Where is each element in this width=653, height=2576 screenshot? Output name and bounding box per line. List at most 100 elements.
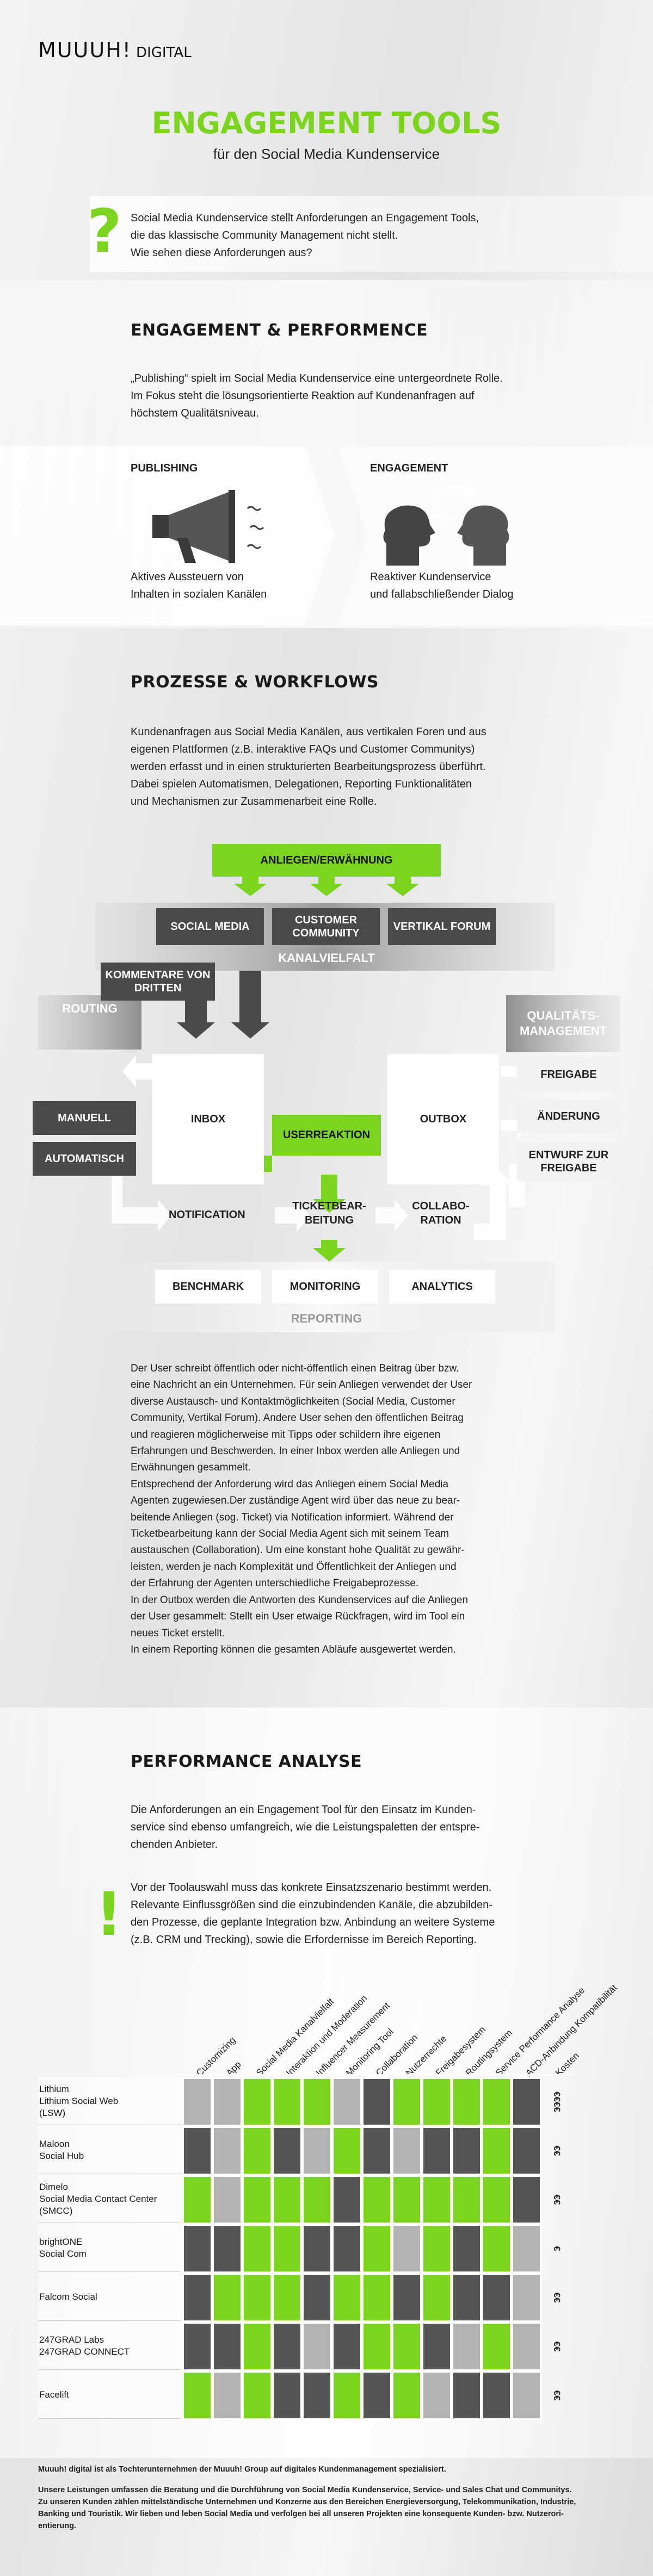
matrix-cell <box>362 2126 392 2175</box>
qualitaet-label: QUALITÄTS-MANAGEMENT <box>519 1009 607 1038</box>
matrix-cell <box>212 2175 242 2224</box>
processes-body-line: In der Outbox werden die Antworten des K… <box>131 1594 469 1606</box>
matrix-cell <box>272 2224 302 2273</box>
matrix-cost: € <box>552 2246 562 2251</box>
matrix-cell <box>392 2371 422 2420</box>
matrix-row-name-line: Lithium Social Web <box>39 2095 119 2106</box>
megaphone-icon <box>152 490 264 563</box>
matrix-cell <box>512 2077 541 2126</box>
matrix-row-label: Facelift <box>39 2371 181 2418</box>
matrix-cell <box>242 2371 272 2420</box>
matrix-row-name-line: Maloon <box>39 2138 70 2149</box>
matrix-cell <box>272 2273 302 2322</box>
performance-note-line: Vor der Toolauswahl muss das konkrete Ei… <box>131 1882 492 1894</box>
matrix-column-header: Freigabesystem <box>434 2024 488 2078</box>
matrix-cell <box>332 2322 362 2371</box>
matrix-cell <box>272 2175 302 2224</box>
processes-body: Der User schreibt öffentlich oder nicht-… <box>131 1361 472 1658</box>
publishing-caption-line: Aktives Aussteuern von <box>131 571 244 583</box>
engagement-text-line: höchstem Qualitätsniveau. <box>131 407 259 419</box>
matrix-cell <box>482 2273 512 2322</box>
matrix-row-name-line: Lithium <box>39 2083 69 2094</box>
matrix-cell <box>362 2224 392 2273</box>
processes-body-line: Ticketbearbeitung kann der Social Media … <box>131 1528 449 1540</box>
performance-note-line: den Prozesse, die geplante Integration b… <box>131 1916 495 1928</box>
matrix-cell <box>482 2371 512 2420</box>
kanalvielfalt-label: KANALVIELFALT <box>278 951 375 965</box>
matrix-cell <box>182 2273 212 2322</box>
anliegen-box: ANLIEGEN/ERWÄHNUNG <box>212 844 441 877</box>
matrix-cell <box>452 2224 482 2273</box>
matrix-cell <box>452 2371 482 2420</box>
matrix-cell <box>332 2371 362 2420</box>
engagement-text: „Publishing“ spielt im Social Media Kund… <box>131 370 503 422</box>
processes-body-line: Erwähnungen gesammelt. <box>131 1462 251 1474</box>
processes-text-line: Dabei spielen Automatismen, Delegationen… <box>131 778 472 790</box>
matrix-cost: €€ <box>552 2341 562 2352</box>
processes-body-line: der Erfahrung der Agenten unterschiedlic… <box>131 1578 419 1590</box>
monitoring-box: MONITORING <box>272 1270 378 1303</box>
processes-body-line: Erfahrungen und Beschwerden. In einer In… <box>131 1445 460 1457</box>
matrix-row-name-line: Social Hub <box>39 2150 84 2161</box>
matrix-cell <box>212 2126 242 2175</box>
processes-body-line: leisten, werden je nach Komplexität und … <box>131 1561 457 1573</box>
channel-customer-community: CUSTOMER COMMUNITY <box>272 908 380 945</box>
userreaktion-box: USERREAKTION <box>272 1115 381 1156</box>
footer-line: Unsere Leistungen umfassen die Beratung … <box>38 2486 572 2494</box>
matrix-cell <box>242 2077 272 2126</box>
processes-text-line: eigenen Plattformen (z.B. interaktive FA… <box>131 743 475 755</box>
matrix-cell <box>332 2224 362 2273</box>
processes-text: Kundenanfragen aus Social Media Kanälen,… <box>131 723 486 810</box>
matrix-cell <box>452 2322 482 2371</box>
matrix-cell <box>452 2126 482 2175</box>
processes-body-line: und reagieren möglicherweise mit Tipps o… <box>131 1429 441 1441</box>
kommentare-box: KOMMENTARE VON DRITTEN <box>101 963 215 1001</box>
matrix-cell <box>212 2224 242 2273</box>
matrix-row-label: Falcom Social <box>39 2273 181 2320</box>
workflow-diagram: ANLIEGEN/ERWÄHNUNG SOCIAL MEDIA CUSTOMER… <box>0 837 653 1338</box>
matrix-cell <box>272 2371 302 2420</box>
benchmark-box: BENCHMARK <box>155 1270 261 1303</box>
engagement-label: ENGAGEMENT <box>370 462 448 474</box>
matrix-cell <box>452 2077 482 2126</box>
dialog-heads-icon <box>383 485 509 566</box>
processes-text-line: Kundenanfragen aus Social Media Kanälen,… <box>131 726 486 738</box>
performance-text: Die Anforderungen an ein Engagement Tool… <box>131 1801 479 1853</box>
matrix-cell <box>182 2077 212 2126</box>
comparison-panel: PUBLISHING Aktives Aussteuern von Inhalt… <box>0 446 653 625</box>
intro-band <box>90 196 653 272</box>
matrix-cell <box>302 2371 332 2420</box>
qm-aenderung: ÄNDERUNG <box>517 1100 620 1133</box>
processes-body-line: der User gesammelt: Stellt ein User etwa… <box>131 1611 465 1623</box>
matrix-cell <box>422 2126 452 2175</box>
matrix-cost: €€ <box>552 2292 562 2303</box>
matrix-row-label-bg <box>38 2077 181 2125</box>
performance-text-line: Die Anforderungen an ein Engagement Tool… <box>131 1804 476 1816</box>
matrix-cell <box>422 2077 452 2126</box>
performance-text-line: chenden Anbieter. <box>131 1839 218 1851</box>
outbox-box: OUTBOX <box>387 1054 499 1184</box>
engagement-text-line: „Publishing“ spielt im Social Media Kund… <box>131 373 503 384</box>
matrix-cell <box>482 2322 512 2371</box>
logo[interactable]: MUUUH! DIGITAL <box>38 38 192 62</box>
routing-label: ROUTING <box>62 1002 118 1015</box>
matrix-row: Falcom Social €€ <box>0 2273 653 2322</box>
matrix-cost: €€ <box>552 2145 562 2156</box>
matrix-row-name-line: brightONE <box>39 2236 83 2247</box>
matrix-cell <box>392 2126 422 2175</box>
analytics-box: ANALYTICS <box>389 1270 495 1303</box>
matrix-cell <box>512 2322 541 2371</box>
matrix-cell <box>362 2077 392 2126</box>
section-heading-engagement: ENGAGEMENT & PERFORMENCE <box>131 321 428 340</box>
matrix-cell <box>422 2273 452 2322</box>
comparison-panel-bg <box>0 446 653 625</box>
matrix-cost: €€ <box>552 2194 562 2205</box>
processes-body-line: Community, Vertikal Forum). Andere User … <box>131 1412 464 1424</box>
matrix-cell <box>182 2322 212 2371</box>
matrix-cell <box>302 2175 332 2224</box>
